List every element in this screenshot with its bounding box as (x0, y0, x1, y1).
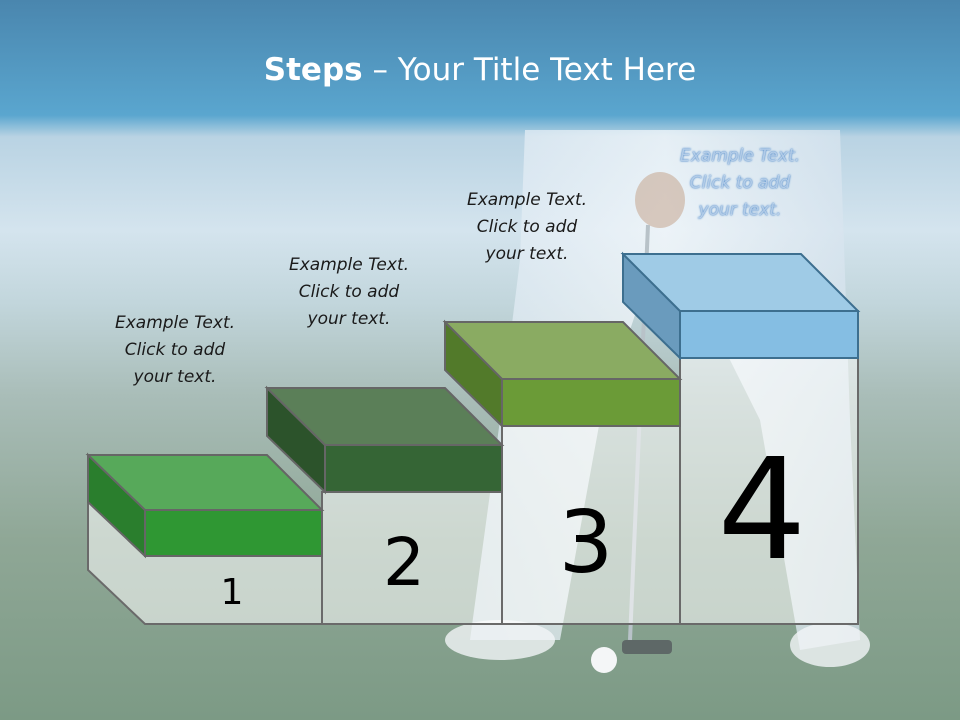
caption-line: Click to add (298, 282, 400, 302)
caption-line: Example Text. (114, 313, 236, 333)
title-bold: Steps (263, 52, 363, 88)
caption-line: Click to add (124, 340, 226, 360)
step-4-column (679, 357, 859, 625)
caption-line: Click to add (476, 217, 578, 237)
step-3-caption[interactable]: Example Text. Click to add your text. (432, 187, 622, 268)
caption-line: Example Text. (679, 146, 801, 166)
step-2-block-front[interactable] (324, 444, 503, 493)
caption-line: Example Text. (466, 190, 588, 210)
title-rest: – Your Title Text Here (362, 52, 697, 88)
step-2-number: 2 (383, 524, 425, 601)
caption-line: your text. (133, 367, 217, 387)
step-4-number: 4 (717, 429, 806, 592)
step-3-block-front[interactable] (501, 378, 681, 427)
caption-line: your text. (485, 244, 569, 264)
caption-line: your text. (698, 200, 782, 220)
slide-title[interactable]: Steps – Your Title Text Here (0, 52, 960, 88)
step-4-caption[interactable]: Example Text. Click to add your text. (645, 143, 835, 224)
caption-line: Click to add (689, 173, 791, 193)
step-1-caption[interactable]: Example Text. Click to add your text. (80, 310, 270, 391)
caption-line: Example Text. (288, 255, 410, 275)
step-4-block-front[interactable] (679, 310, 859, 359)
step-1-number: 1 (221, 572, 244, 613)
step-3-number: 3 (559, 493, 614, 593)
caption-line: your text. (307, 309, 391, 329)
step-2-caption[interactable]: Example Text. Click to add your text. (254, 252, 444, 333)
step-1-block-front[interactable] (144, 509, 323, 557)
